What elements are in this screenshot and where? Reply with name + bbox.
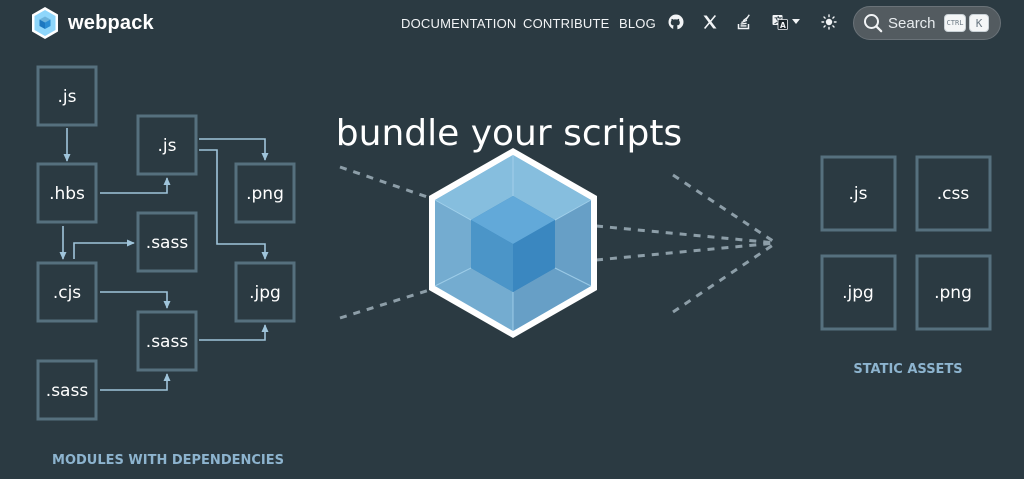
kbd-k: K	[969, 14, 989, 32]
dependency-arrow	[199, 149, 269, 260]
flow-line	[339, 286, 437, 320]
module-label-sass-2: .sass	[146, 233, 189, 253]
stack-overflow-link[interactable]	[736, 14, 752, 30]
flow-line	[672, 173, 777, 245]
asset-label-jpg: .jpg	[842, 283, 874, 303]
module-label-sass-3: .sass	[146, 332, 189, 352]
asset-label-css: .css	[937, 184, 970, 204]
brand-name: webpack	[68, 11, 154, 34]
asset-box-js	[820, 155, 897, 232]
module-box-jpg	[234, 261, 296, 323]
module-label-js-2: .js	[158, 136, 177, 156]
search-button[interactable]: Search CTRL K	[853, 6, 1001, 40]
asset-label-js: .js	[849, 184, 868, 204]
module-box-sass-3	[136, 310, 198, 372]
flow-line	[339, 165, 437, 202]
language-icon: 文 A	[772, 15, 788, 30]
dependency-arrow	[199, 138, 269, 161]
module-box-hbs	[36, 162, 98, 224]
flow-line	[595, 224, 777, 245]
x-icon	[703, 14, 717, 30]
modules-caption: MODULES WITH DEPENDENCIES	[52, 453, 284, 468]
webpack-logo-icon	[32, 7, 58, 39]
asset-label-png: .png	[934, 283, 972, 303]
dependency-arrow	[100, 291, 171, 309]
dependency-arrow	[100, 177, 171, 194]
stack-overflow-icon	[737, 14, 750, 30]
asset-box-css	[915, 155, 992, 232]
hero-headline: bundle your scripts	[336, 113, 682, 154]
module-box-js-2	[136, 114, 198, 176]
module-label-js-1: .js	[58, 87, 77, 107]
module-label-jpg: .jpg	[249, 283, 281, 303]
top-navigation: webpack DOCUMENTATION CONTRIBUTE BLOG	[0, 0, 1024, 48]
nav-blog[interactable]: BLOG	[619, 15, 656, 31]
module-label-cjs: .cjs	[53, 283, 81, 303]
theme-toggle-button[interactable]	[821, 14, 837, 30]
module-box-png	[234, 162, 296, 224]
sun-icon	[821, 14, 837, 30]
assets-caption: STATIC ASSETS	[853, 362, 962, 377]
asset-box-jpg	[820, 254, 897, 331]
asset-box-png	[915, 254, 992, 331]
module-label-png: .png	[246, 184, 284, 204]
module-box-sass-1	[36, 359, 98, 421]
webpack-cube-icon	[429, 148, 597, 338]
nav-contribute[interactable]: CONTRIBUTE	[523, 15, 610, 31]
language-selector[interactable]: 文 A	[772, 14, 800, 30]
kbd-ctrl: CTRL	[944, 14, 966, 32]
svg-text:A: A	[780, 21, 786, 30]
flow-line	[672, 241, 777, 314]
module-box-js-1	[36, 65, 98, 127]
dependency-arrow	[199, 324, 269, 341]
github-link[interactable]	[668, 14, 684, 30]
dependency-arrow	[100, 373, 171, 391]
module-box-sass-2	[136, 211, 198, 273]
search-icon	[864, 14, 883, 33]
module-label-sass-1: .sass	[46, 381, 89, 401]
module-label-hbs: .hbs	[49, 184, 85, 204]
flow-line	[595, 241, 777, 262]
dependency-arrow	[73, 239, 135, 259]
nav-documentation[interactable]: DOCUMENTATION	[401, 15, 517, 31]
module-box-cjs	[36, 261, 98, 323]
x-link[interactable]	[702, 14, 718, 30]
chevron-down-icon	[792, 19, 800, 24]
search-label: Search	[888, 15, 936, 32]
github-icon	[668, 14, 684, 30]
webpack-home-link[interactable]: webpack	[30, 6, 154, 40]
